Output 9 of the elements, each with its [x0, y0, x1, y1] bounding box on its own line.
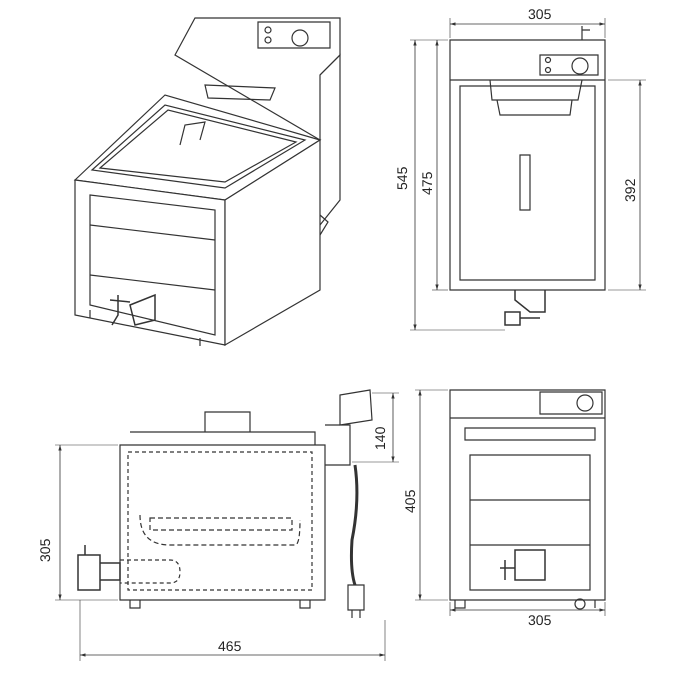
dimension-label: 305 — [37, 538, 53, 562]
dimension-label: 305 — [528, 6, 552, 22]
dimension-label: 475 — [419, 172, 435, 195]
dimension-label: 305 — [528, 612, 552, 628]
dimension-label: 405 — [402, 490, 418, 513]
dimension-label: 545 — [394, 166, 410, 190]
dimension-label: 465 — [218, 638, 242, 654]
dimension-label: 392 — [622, 178, 638, 202]
dimension-label: 140 — [372, 426, 388, 450]
